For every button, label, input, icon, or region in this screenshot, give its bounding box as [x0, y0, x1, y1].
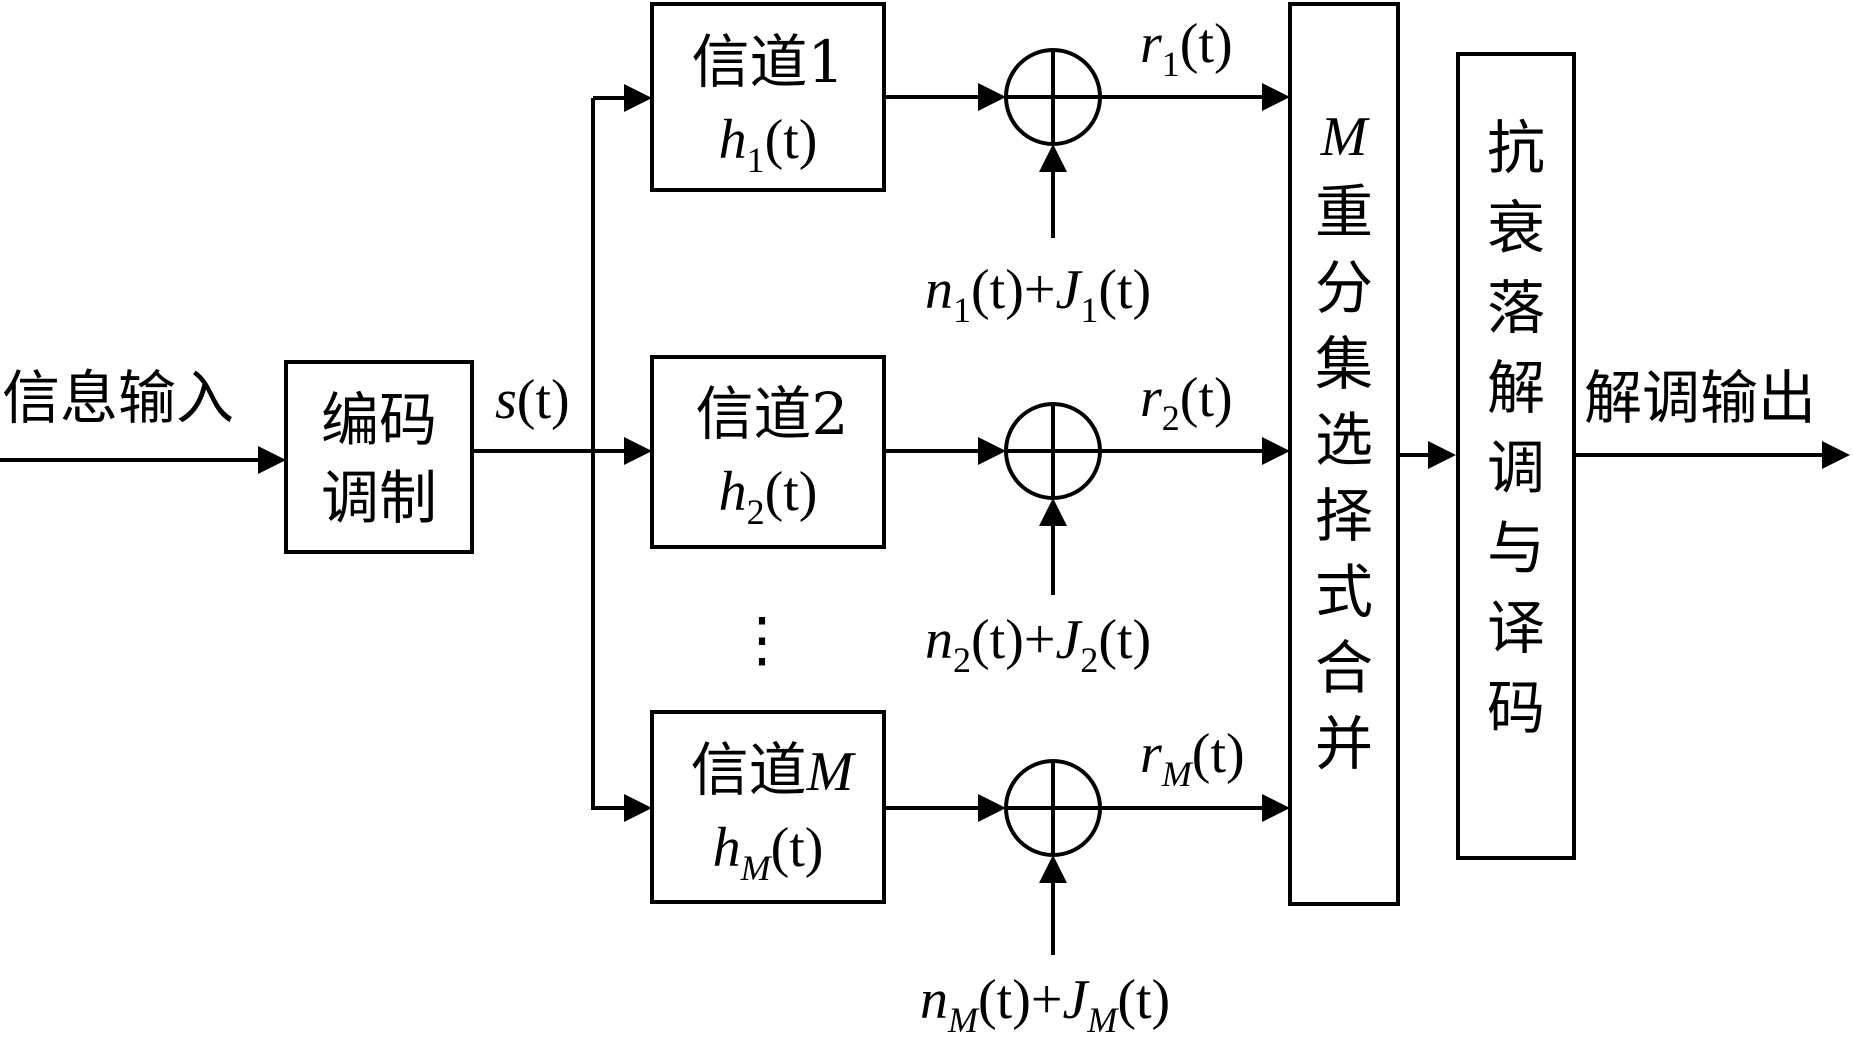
decoder-box	[1456, 52, 1576, 860]
encoder-label-line1: 编码	[321, 386, 437, 454]
combiner-label-char-5: 择	[1315, 482, 1373, 550]
input-arrowhead	[258, 446, 286, 474]
decoder-label-char-5: 调	[1487, 434, 1545, 502]
received-2-label: r2(t)	[1140, 367, 1233, 438]
decoder-label-char-4: 解	[1487, 354, 1545, 422]
branch-arrowhead-1	[624, 84, 652, 112]
branch-arrowhead-2	[624, 437, 652, 465]
decoder-label-char-3: 落	[1487, 274, 1545, 342]
channel-1-name: 信道1	[692, 28, 845, 96]
encoder-box	[284, 360, 474, 554]
decoder-label-char-6: 与	[1487, 514, 1545, 582]
channel-ellipsis: ⋮	[732, 605, 792, 675]
channel-M-to-adder-arrowhead	[978, 794, 1006, 822]
combiner-label-char-6: 式	[1315, 558, 1373, 626]
decoder-label-char-7: 译	[1487, 594, 1545, 662]
combiner-label-m: M	[1320, 106, 1371, 168]
combiner-label-char-2: 分	[1315, 254, 1373, 322]
combiner-label-char-4: 选	[1315, 406, 1373, 474]
channel-M-box	[650, 710, 886, 904]
noise-M-label: nM(t)+JM(t)	[920, 969, 1170, 1037]
decoder-label-char-1: 抗	[1487, 114, 1545, 182]
adder-1-to-combiner-arrowhead	[1262, 83, 1290, 111]
input-label: 信息输入	[2, 364, 234, 432]
channel-2-response: h2(t)	[719, 461, 818, 532]
output-arrowhead	[1822, 441, 1850, 469]
combiner-label-char-1: 重	[1315, 178, 1373, 246]
combiner-to-decoder-arrowhead	[1428, 441, 1456, 469]
decoder-label-char-2: 衰	[1487, 194, 1545, 262]
channel-1-to-adder-arrowhead	[978, 83, 1006, 111]
adder-M-to-combiner-arrowhead	[1262, 794, 1290, 822]
noise-2-arrowhead	[1039, 498, 1067, 526]
decoder-label-char-8: 码	[1487, 674, 1545, 742]
noise-M-arrowhead	[1039, 855, 1067, 883]
channel-2-name: 信道2	[696, 380, 849, 448]
noise-2-label: n2(t)+J2(t)	[925, 609, 1151, 680]
combiner-label-char-3: 集	[1315, 330, 1373, 398]
encoder-label-line2: 调制	[321, 464, 437, 532]
output-label: 解调输出	[1584, 364, 1816, 432]
channel-M-response: hM(t)	[713, 817, 824, 888]
adder-2-to-combiner-arrowhead	[1262, 437, 1290, 465]
combiner-box	[1288, 2, 1400, 906]
received-M-label: rM(t)	[1140, 723, 1245, 794]
combiner-label-char-7: 合	[1315, 634, 1373, 702]
channel-1-response: h1(t)	[719, 109, 818, 180]
noise-1-label: n1(t)+J1(t)	[925, 259, 1151, 330]
channel-2-box	[650, 355, 886, 549]
signal-label: s(t)	[495, 369, 570, 431]
noise-1-arrowhead	[1039, 144, 1067, 172]
branch-arrowhead-M	[624, 794, 652, 822]
channel-M-name: 信道M	[691, 736, 857, 804]
channel-2-to-adder-arrowhead	[978, 437, 1006, 465]
received-1-label: r1(t)	[1140, 13, 1233, 84]
combiner-label-char-8: 并	[1315, 710, 1373, 778]
